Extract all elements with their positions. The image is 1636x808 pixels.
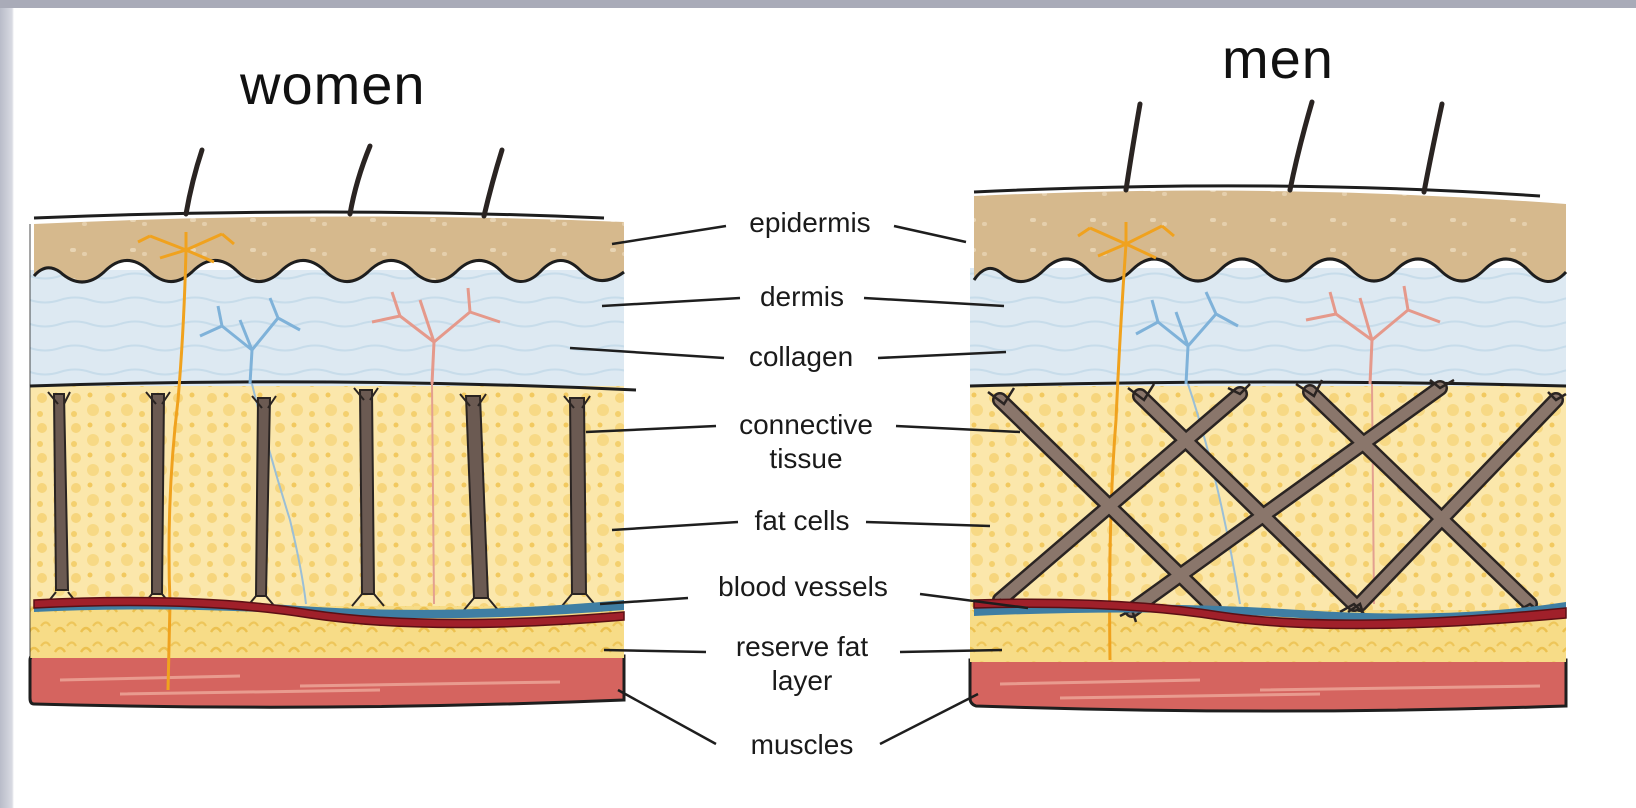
label-muscles: muscles (682, 728, 922, 762)
label-fat-cells: fat cells (682, 504, 922, 538)
label-reserve-fat-line1: reserve fat (682, 630, 922, 664)
label-dermis: dermis (682, 280, 922, 314)
women-skin-section (30, 146, 636, 707)
men-skin-section (970, 102, 1566, 711)
label-reserve-fat-line2: layer (682, 664, 922, 698)
label-connective-tissue-line2: tissue (686, 442, 926, 476)
label-blood-vessels: blood vessels (683, 570, 923, 604)
label-epidermis: epidermis (690, 206, 930, 240)
label-connective-tissue-line1: connective (686, 408, 926, 442)
label-collagen: collagen (681, 340, 921, 374)
